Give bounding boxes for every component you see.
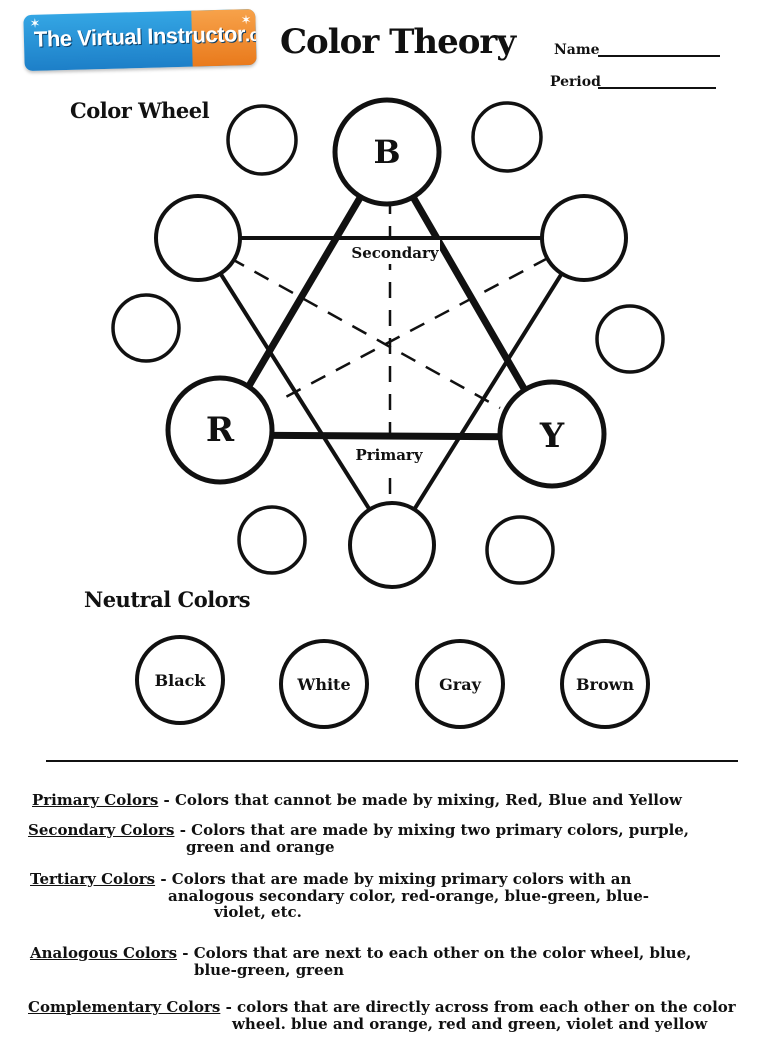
definition-text: - colors that are directly across from e… (225, 998, 736, 1016)
definition-text: - Colors that are made by mixing two pri… (179, 821, 690, 839)
definition-term: Complementary Colors (28, 998, 221, 1016)
neutral-circle-white[interactable] (279, 639, 369, 729)
primary-circle-yellow[interactable] (497, 379, 607, 489)
dashed-line (229, 256, 501, 410)
definition-text: - Colors that are made by mixing primary… (160, 870, 632, 888)
dashed-line (279, 256, 549, 402)
neutral-circle-black[interactable] (135, 635, 225, 725)
neutral-colors-heading: Neutral Colors (84, 587, 251, 612)
definition-text: - Colors that cannot be made by mixing, … (163, 791, 682, 809)
secondary-triangle-edge (390, 236, 586, 547)
definition-analogous: Analogous Colors - Colors that are next … (30, 945, 750, 978)
definition-text: - Colors that are next to each other on … (182, 944, 692, 962)
tertiary-circle[interactable] (237, 505, 307, 575)
definition-text: wheel. blue and orange, red and green, v… (232, 1014, 708, 1033)
secondary-label: Secondary (351, 244, 440, 262)
primary-triangle-edge (219, 431, 553, 441)
neutral-circle-brown[interactable] (560, 639, 650, 729)
definition-term: Secondary Colors (28, 821, 175, 839)
period-field[interactable] (598, 87, 716, 89)
definition-term: Analogous Colors (30, 944, 178, 962)
tertiary-circle[interactable] (226, 104, 298, 176)
definition-text: green and orange (186, 837, 335, 856)
color-wheel-diagram: B R Y Secondary Primary (111, 97, 665, 589)
page-title: Color Theory (280, 22, 516, 62)
tertiary-circle[interactable] (471, 101, 543, 173)
name-field[interactable] (598, 55, 720, 57)
neutral-label: Brown (576, 675, 634, 694)
primary-label-yellow: Y (539, 416, 565, 456)
period-label: Period (550, 74, 601, 90)
primary-label-red: R (206, 410, 235, 450)
secondary-triangle-edge (196, 236, 394, 547)
definition-text: analogous secondary color, red-orange, b… (168, 886, 650, 905)
definition-complementary: Complementary Colors - colors that are d… (28, 999, 748, 1032)
primary-circle-red[interactable] (165, 375, 275, 485)
color-wheel-heading: Color Wheel (70, 98, 210, 123)
tertiary-circle[interactable] (595, 304, 665, 374)
divider (46, 760, 738, 762)
secondary-circle[interactable] (540, 194, 628, 282)
tertiary-circle[interactable] (111, 293, 181, 363)
primary-label: Primary (355, 446, 423, 464)
secondary-circle[interactable] (154, 194, 242, 282)
neutral-label: Black (155, 671, 207, 690)
name-label: Name (554, 42, 600, 58)
definition-text: violet, etc. (214, 903, 302, 921)
definition-text: blue-green, green (194, 960, 345, 979)
secondary-circle[interactable] (348, 501, 436, 589)
tertiary-circle[interactable] (485, 515, 555, 585)
primary-circle-blue[interactable] (332, 97, 442, 207)
definition-primary: Primary Colors - Colors that cannot be m… (32, 792, 752, 809)
neutral-label: Gray (439, 675, 481, 694)
definition-secondary: Secondary Colors - Colors that are made … (28, 822, 748, 855)
definition-term: Primary Colors (32, 791, 159, 809)
neutral-label: White (296, 675, 350, 694)
definition-term: Tertiary Colors (30, 870, 156, 888)
neutral-colors-row: Black White Gray Brown (135, 635, 650, 729)
primary-label-blue: B (373, 133, 400, 171)
neutral-circle-gray[interactable] (415, 639, 505, 729)
definition-tertiary: Tertiary Colors - Colors that are made b… (30, 871, 750, 921)
